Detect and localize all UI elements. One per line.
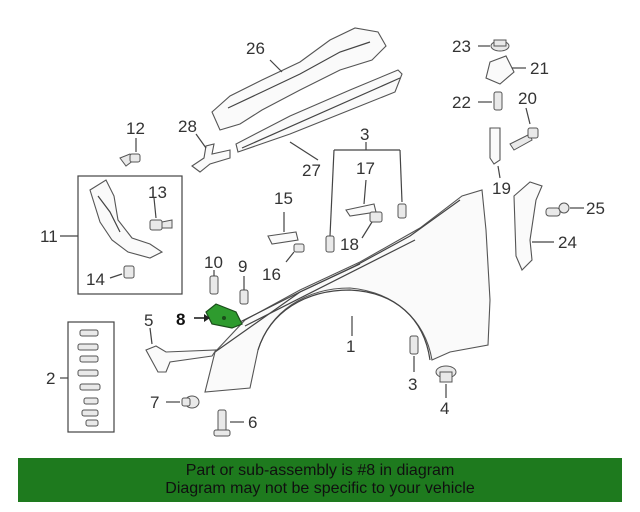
bolt-part-6	[213, 409, 231, 437]
callout-18: 18	[340, 235, 359, 254]
callout-11: 11	[40, 227, 58, 246]
bolt-part-18	[369, 211, 383, 223]
callout-22: 22	[452, 93, 471, 112]
bolt-part-3-lower	[409, 335, 419, 355]
callout-23: 23	[452, 37, 471, 56]
parts-diagram: 1 26 27 28 12 11 13 14 2	[40, 27, 605, 437]
highlighted-part-8[interactable]	[205, 303, 243, 329]
info-banner: Part or sub-assembly is #8 in diagram Di…	[18, 458, 622, 502]
callout-13: 13	[148, 183, 167, 202]
callout-16: 16	[262, 265, 281, 284]
banner-line-1: Part or sub-assembly is #8 in diagram	[185, 462, 455, 479]
banner-line-2: Diagram may not be specific to your vehi…	[165, 480, 475, 497]
bushing-part-21	[485, 55, 515, 85]
seal-part-27	[235, 69, 403, 153]
callout-5: 5	[144, 311, 153, 330]
callout-15: 15	[274, 189, 293, 208]
stud-part-22	[493, 91, 503, 111]
bolt-part-13	[149, 219, 173, 231]
callout-2: 2	[46, 369, 55, 388]
callout-7: 7	[150, 393, 159, 412]
callout-1: 1	[346, 337, 355, 356]
callout-24: 24	[558, 233, 577, 252]
clip-part-25	[545, 202, 570, 217]
callout-12: 12	[126, 119, 145, 138]
bolt-part-10	[209, 275, 219, 295]
callout-20: 20	[518, 89, 537, 108]
bolt-part-16	[293, 243, 305, 253]
callout-4: 4	[440, 399, 449, 418]
callout-6: 6	[248, 413, 257, 432]
bracket-part-19	[489, 127, 501, 165]
callout-19: 19	[492, 179, 511, 198]
callout-17: 17	[356, 159, 375, 178]
clip-part-7	[181, 395, 200, 409]
callout-25: 25	[586, 199, 605, 218]
bracket-part-28	[191, 143, 231, 173]
callout-27: 27	[302, 161, 321, 180]
callout-28: 28	[178, 117, 197, 136]
callout-9: 9	[238, 257, 247, 276]
callout-21: 21	[530, 59, 549, 78]
bolt-part-20	[509, 127, 539, 151]
shield-part-5	[145, 345, 218, 373]
callout-3-lower: 3	[408, 375, 417, 394]
callout-26: 26	[246, 39, 265, 58]
mount-bracket-part-11	[89, 179, 164, 259]
callout-8: 8	[176, 310, 185, 329]
bracket-part-15	[267, 231, 299, 245]
apron-part-26	[211, 27, 387, 131]
nut-part-23	[490, 39, 510, 52]
nut-part-4	[435, 365, 457, 383]
bolt-part-14	[123, 265, 135, 279]
bolt-part-3-upper	[325, 203, 407, 253]
fastener-set-part-2	[77, 329, 101, 427]
callout-3-upper: 3	[360, 125, 369, 144]
callout-14: 14	[86, 270, 105, 289]
fender-part-1	[204, 189, 491, 393]
bolt-part-12	[119, 153, 141, 167]
callout-10: 10	[204, 253, 223, 272]
bracket-part-24	[513, 181, 543, 271]
bolt-part-9	[239, 289, 249, 305]
